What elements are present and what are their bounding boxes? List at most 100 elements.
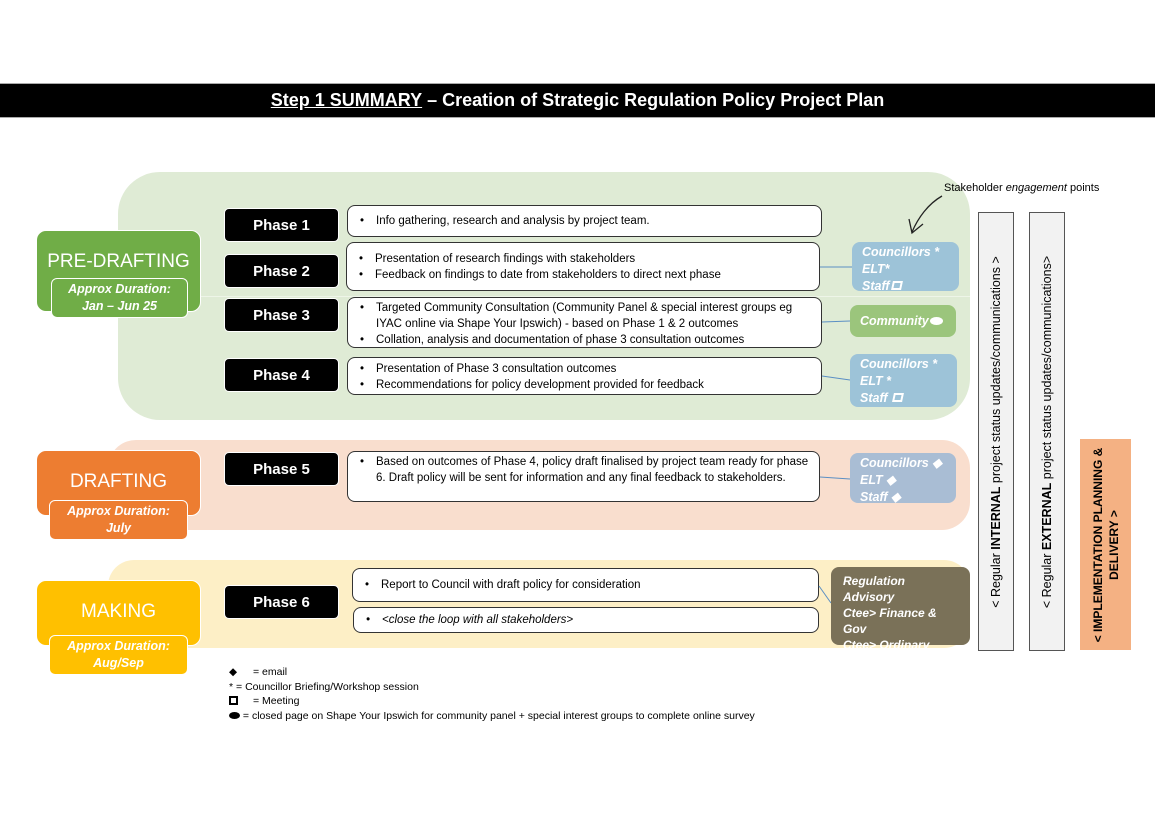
implementation-line2: DELIVERY >: [1106, 509, 1121, 580]
bullet: Report to Council with draft policy for …: [365, 577, 810, 593]
stakeholder-councillors: Councillors: [860, 456, 929, 470]
stakeholder-councillors-row: Councillors ◆: [860, 455, 946, 472]
stakeholder-elt: ELT *: [860, 374, 892, 388]
internal-communications-text: < Regular INTERNAL project status update…: [989, 256, 1003, 608]
stakeholder-councillors: Councillors *: [860, 357, 938, 371]
annotation-prefix: Stakeholder: [944, 182, 1006, 194]
stakeholder-elt: ELT: [860, 473, 883, 487]
stage-drafting-duration: Approx Duration: July: [49, 500, 188, 540]
engagement-phase2: Councillors * ELT* Staff: [852, 242, 959, 293]
legend-text: = Councillor Briefing/Workshop session: [236, 680, 419, 693]
email-diamond-icon: ◆: [891, 490, 901, 504]
implementation-bar: < IMPLEMENTATION PLANNING & DELIVERY >: [1080, 439, 1131, 650]
duration-label: Approx Duration:: [67, 504, 170, 518]
meeting-square-icon: [229, 694, 253, 709]
phase-3-description: Targeted Community Consultation (Communi…: [347, 297, 822, 348]
council-line: Council: [843, 654, 887, 668]
meeting-square-icon: [890, 281, 903, 290]
implementation-line1: < IMPLEMENTATION PLANNING &: [1090, 447, 1105, 642]
phase-1-description: Info gathering, research and analysis by…: [347, 205, 822, 237]
bar-bold: INTERNAL: [989, 486, 1003, 550]
stakeholder-staff: Staff: [862, 279, 890, 293]
legend-item-briefing: * = Councillor Briefing/Workshop session: [229, 680, 755, 695]
phase-3-label: Phase 3: [224, 298, 339, 332]
duration-label: Approx Duration:: [67, 639, 170, 653]
bullet: Presentation of Phase 3 consultation out…: [360, 361, 813, 377]
phase-4-description: Presentation of Phase 3 consultation out…: [347, 357, 822, 395]
phase-5-description: Based on outcomes of Phase 4, policy dra…: [347, 451, 820, 502]
stage-name: MAKING: [81, 601, 156, 622]
bullet: Presentation of research findings with s…: [359, 251, 811, 267]
bullet: Targeted Community Consultation (Communi…: [360, 300, 813, 332]
stakeholder-elt: ELT*: [862, 262, 890, 276]
email-diamond-icon: ◆: [886, 473, 896, 487]
bar-prefix: < Regular: [989, 549, 1003, 608]
speech-bubble-icon: [229, 711, 240, 719]
bullet: Info gathering, research and analysis by…: [360, 213, 813, 229]
legend-text: = email: [253, 666, 288, 678]
phase-6-description: Report to Council with draft policy for …: [352, 568, 819, 602]
duration-value: Jan – Jun 25: [81, 299, 158, 313]
email-diamond-icon: ◆: [932, 456, 942, 470]
stakeholder-staff: Staff: [860, 490, 888, 504]
speech-bubble-icon: [929, 317, 943, 325]
stakeholder-staff-row: Staff: [862, 278, 949, 295]
bar-suffix: project status updates/communications >: [989, 255, 1003, 487]
stakeholder-staff-row: Staff ◆: [860, 489, 946, 506]
legend-item-community: = closed page on Shape Your Ipswich for …: [229, 709, 755, 724]
engagement-phase4: Councillors * ELT * Staff: [850, 354, 957, 407]
page-title: Step 1 SUMMARY – Creation of Strategic R…: [0, 83, 1155, 118]
council-line: Ctee> Finance & Gov: [843, 606, 937, 636]
council-line: Regulation Advisory: [843, 574, 905, 604]
legend: ◆ = email * = Councillor Briefing/Worksho…: [229, 665, 755, 723]
internal-communications-bar: < Regular INTERNAL project status update…: [978, 212, 1014, 651]
bar-prefix: < Regular: [1040, 549, 1054, 608]
engagement-phase5: Councillors ◆ ELT ◆ Staff ◆: [850, 453, 956, 506]
title-rest: – Creation of Strategic Regulation Polic…: [422, 90, 885, 110]
phase-6-close-loop: <close the loop with all stakeholders>: [353, 607, 819, 633]
council-line: Ctee> Ordinary: [843, 638, 930, 652]
phase-2-description: Presentation of research findings with s…: [346, 242, 820, 291]
bullet: Feedback on findings to date from stakeh…: [359, 267, 811, 283]
bullet: Based on outcomes of Phase 4, policy dra…: [360, 454, 811, 486]
legend-text: = Meeting: [253, 695, 300, 707]
title-underlined: Step 1 SUMMARY: [270, 90, 423, 110]
bullet: Recommendations for policy development p…: [360, 377, 813, 393]
stage-name: DRAFTING: [69, 471, 168, 492]
email-diamond-icon: ◆: [229, 666, 238, 678]
legend-item-meeting: = Meeting: [229, 694, 755, 709]
stage-name: PRE-DRAFTING: [47, 251, 190, 272]
meeting-square-icon: [892, 393, 905, 402]
stakeholder-staff-row: Staff: [860, 390, 947, 407]
phase-1-label: Phase 1: [224, 208, 339, 242]
stakeholder-community: Community: [860, 313, 929, 328]
stage-making-duration: Approx Duration: Aug/Sep: [49, 635, 188, 675]
legend-item-email: ◆ = email: [229, 665, 755, 680]
external-communications-text: < Regular EXTERNAL project status update…: [1040, 255, 1054, 607]
engagement-annotation: Stakeholder engagement points: [944, 182, 1099, 194]
engagement-phase3: Community: [850, 305, 956, 337]
duration-value: July: [105, 521, 131, 535]
engagement-phase6: Regulation Advisory Ctee> Finance & Gov …: [831, 567, 970, 668]
stakeholder-councillors: Councillors *: [862, 245, 940, 259]
phase-4-label: Phase 4: [224, 358, 339, 392]
bullet: Collation, analysis and documentation of…: [360, 332, 813, 348]
predrafting-divider: [200, 296, 970, 297]
duration-value: Aug/Sep: [93, 656, 144, 670]
duration-label: Approx Duration:: [68, 282, 171, 296]
bar-bold: EXTERNAL: [1040, 482, 1054, 550]
annotation-emphasis: engagement: [1005, 182, 1067, 194]
bar-suffix: project status updates/communications>: [1040, 255, 1054, 483]
asterisk-icon: *: [229, 680, 234, 693]
stakeholder-staff: Staff: [860, 391, 888, 405]
annotation-suffix: points: [1066, 182, 1100, 194]
implementation-text: < IMPLEMENTATION PLANNING & DELIVERY >: [1090, 447, 1122, 642]
stakeholder-elt-row: ELT ◆: [860, 472, 946, 489]
legend-text: = closed page on Shape Your Ipswich for …: [242, 709, 755, 722]
external-communications-bar: < Regular EXTERNAL project status update…: [1029, 212, 1065, 651]
phase-2-label: Phase 2: [224, 254, 339, 288]
stage-predrafting-duration: Approx Duration: Jan – Jun 25: [51, 278, 188, 318]
phase-5-label: Phase 5: [224, 452, 339, 486]
phase-6-label: Phase 6: [224, 585, 339, 619]
bullet: <close the loop with all stakeholders>: [366, 612, 810, 628]
